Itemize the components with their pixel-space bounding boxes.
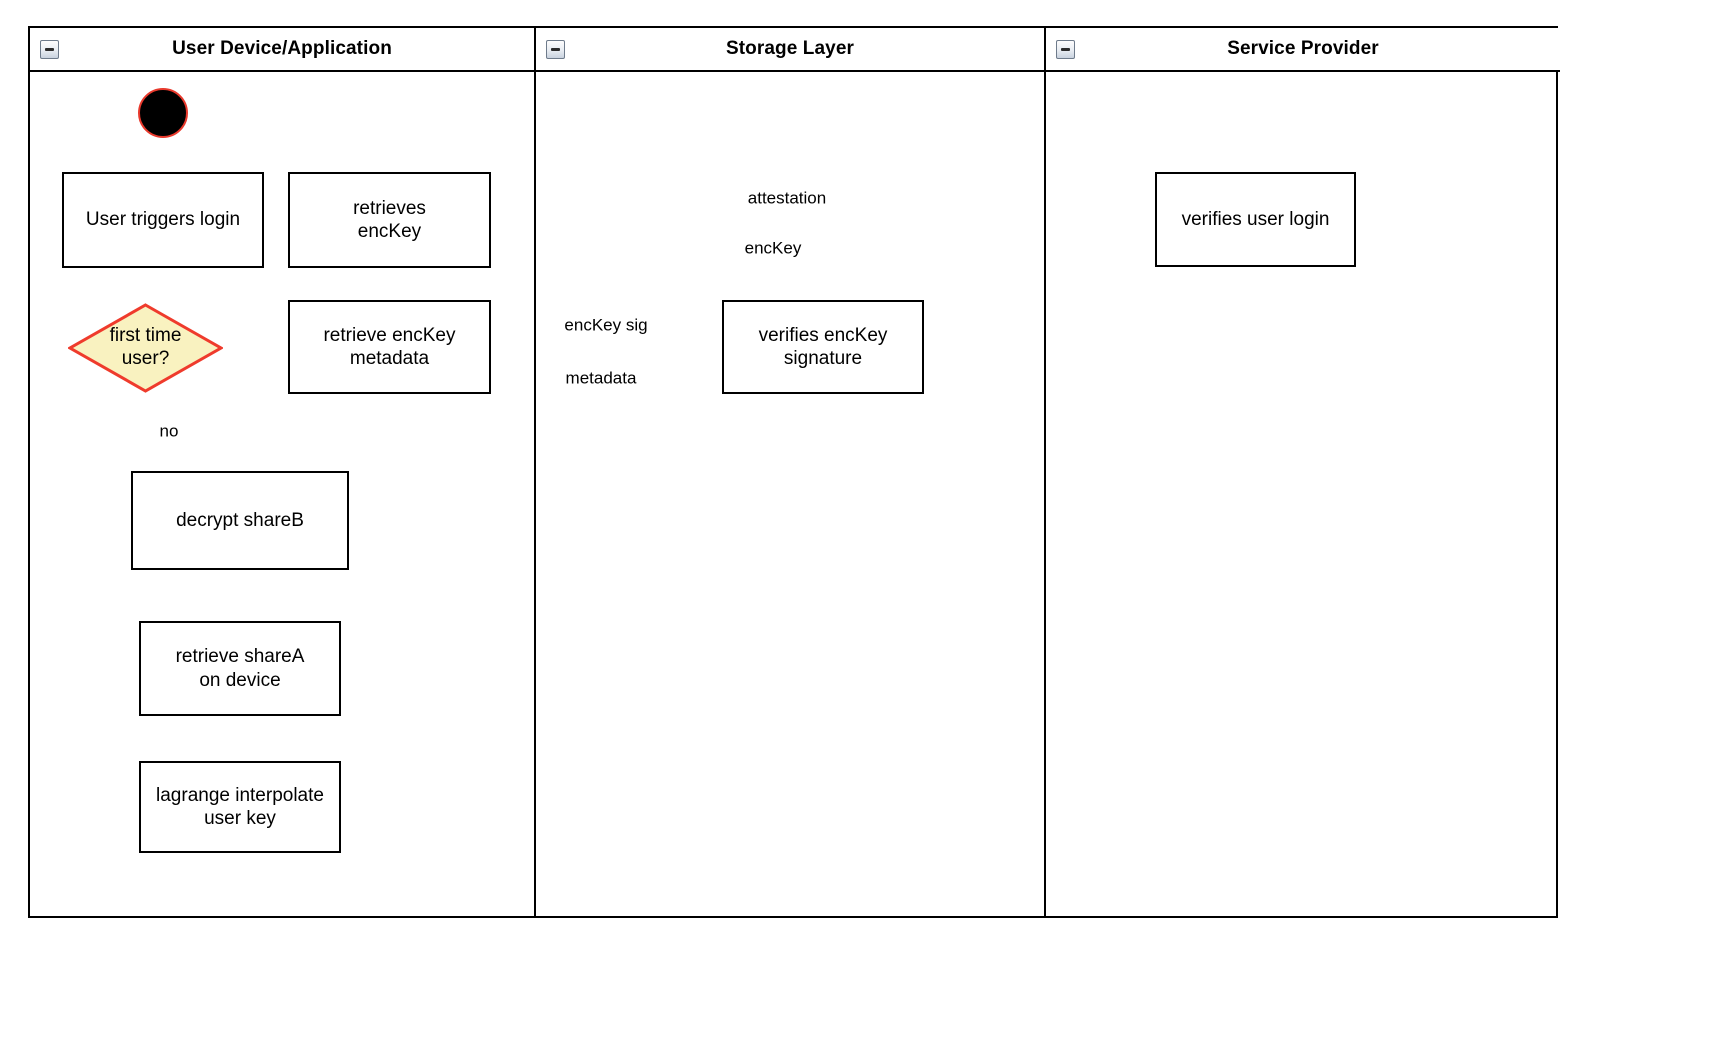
node-retrieves-enckey[interactable]: retrieves encKey	[288, 172, 491, 268]
lane-divider-1	[534, 28, 536, 916]
lane-header-storage: Storage Layer	[536, 28, 1044, 72]
lane-title-storage: Storage Layer	[725, 38, 855, 59]
lane-title-service-provider: Service Provider	[1227, 38, 1379, 59]
node-label: verifies user login	[1181, 208, 1330, 230]
edge-label-enckey-sig: encKey sig	[560, 316, 652, 334]
edge-label-no: no	[155, 422, 183, 440]
node-label: retrieve shareA on device	[175, 646, 305, 691]
node-first-time-user-decision[interactable]: first time user?	[68, 303, 223, 393]
node-label: decrypt shareB	[176, 509, 304, 531]
collapse-minus-icon[interactable]	[40, 40, 59, 59]
node-label: retrieves encKey	[353, 197, 426, 242]
edge-label-attestation: attestation	[743, 189, 831, 207]
node-decrypt-shareb[interactable]: decrypt shareB	[131, 471, 349, 570]
node-start-circle[interactable]	[138, 88, 188, 138]
node-retrieve-enckey-metadata[interactable]: retrieve encKey metadata	[288, 300, 491, 394]
edge-label-enckey: encKey	[740, 239, 806, 257]
collapse-minus-icon[interactable]	[546, 40, 565, 59]
lane-header-user-device: User Device/Application	[30, 28, 534, 72]
node-lagrange-interpolate-user-key[interactable]: lagrange interpolate user key	[139, 761, 341, 853]
node-label: User triggers login	[85, 209, 241, 231]
node-verifies-enckey-signature[interactable]: verifies encKey signature	[722, 300, 924, 394]
node-label: retrieve encKey metadata	[323, 324, 456, 369]
decision-diamond-shape	[68, 303, 223, 393]
node-label: lagrange interpolate user key	[156, 784, 324, 829]
node-retrieve-sharea-on-device[interactable]: retrieve shareA on device	[139, 621, 341, 716]
node-user-triggers-login[interactable]: User triggers login	[62, 172, 264, 268]
node-label: verifies encKey signature	[758, 324, 888, 369]
lane-header-service-provider: Service Provider	[1046, 28, 1560, 72]
lane-title-user-device: User Device/Application	[172, 38, 392, 59]
node-label: first time user?	[109, 325, 182, 369]
edge-label-metadata: metadata	[561, 369, 641, 387]
collapse-minus-icon[interactable]	[1056, 40, 1075, 59]
node-verifies-user-login[interactable]: verifies user login	[1155, 172, 1356, 267]
lane-divider-2	[1044, 28, 1046, 916]
